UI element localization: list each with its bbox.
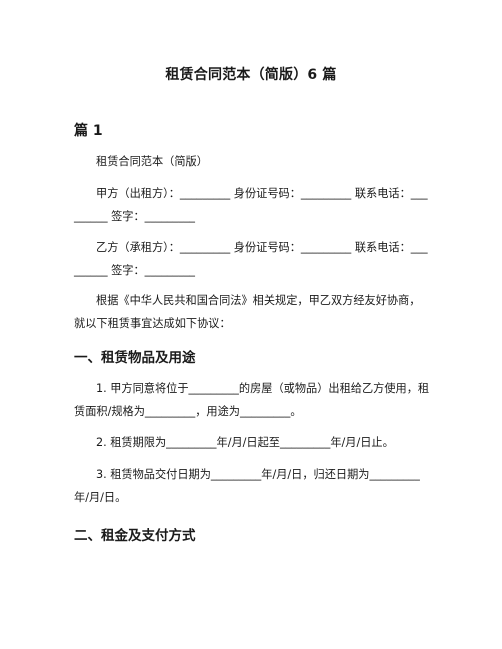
clause-item-3: 3. 租赁物品交付日期为_________年/月/日，归还日期为________… — [74, 468, 420, 504]
heading-rent-payment: 二、租金及支付方式 — [74, 528, 196, 544]
paragraph-party-a: 甲方（出租方）：_________ 身份证号码：_________ 联系电话：_… — [74, 187, 428, 223]
paragraph-contract-name: 租赁合同范本（简版） — [96, 155, 208, 168]
heading-rental-items: 一、租赁物品及用途 — [74, 350, 196, 366]
paragraph-preamble: 根据《中华人民共和国合同法》相关规定，甲乙双方经友好协商，就以下租赁事宜达成如下… — [74, 294, 421, 330]
clause-item-1: 1. 甲方同意将位于_________的房屋（或物品）出租给乙方使用，租赁面积/… — [74, 382, 430, 418]
paragraph-party-b: 乙方（承租方）：_________ 身份证号码：_________ 联系电话：_… — [74, 241, 428, 277]
document-title: 租赁合同范本（简版）6 篇 — [165, 67, 337, 83]
clause-item-2: 2. 租赁期限为_________年/月/日起至_________年/月/日止。 — [96, 436, 394, 449]
section-title: 篇 1 — [74, 123, 103, 139]
